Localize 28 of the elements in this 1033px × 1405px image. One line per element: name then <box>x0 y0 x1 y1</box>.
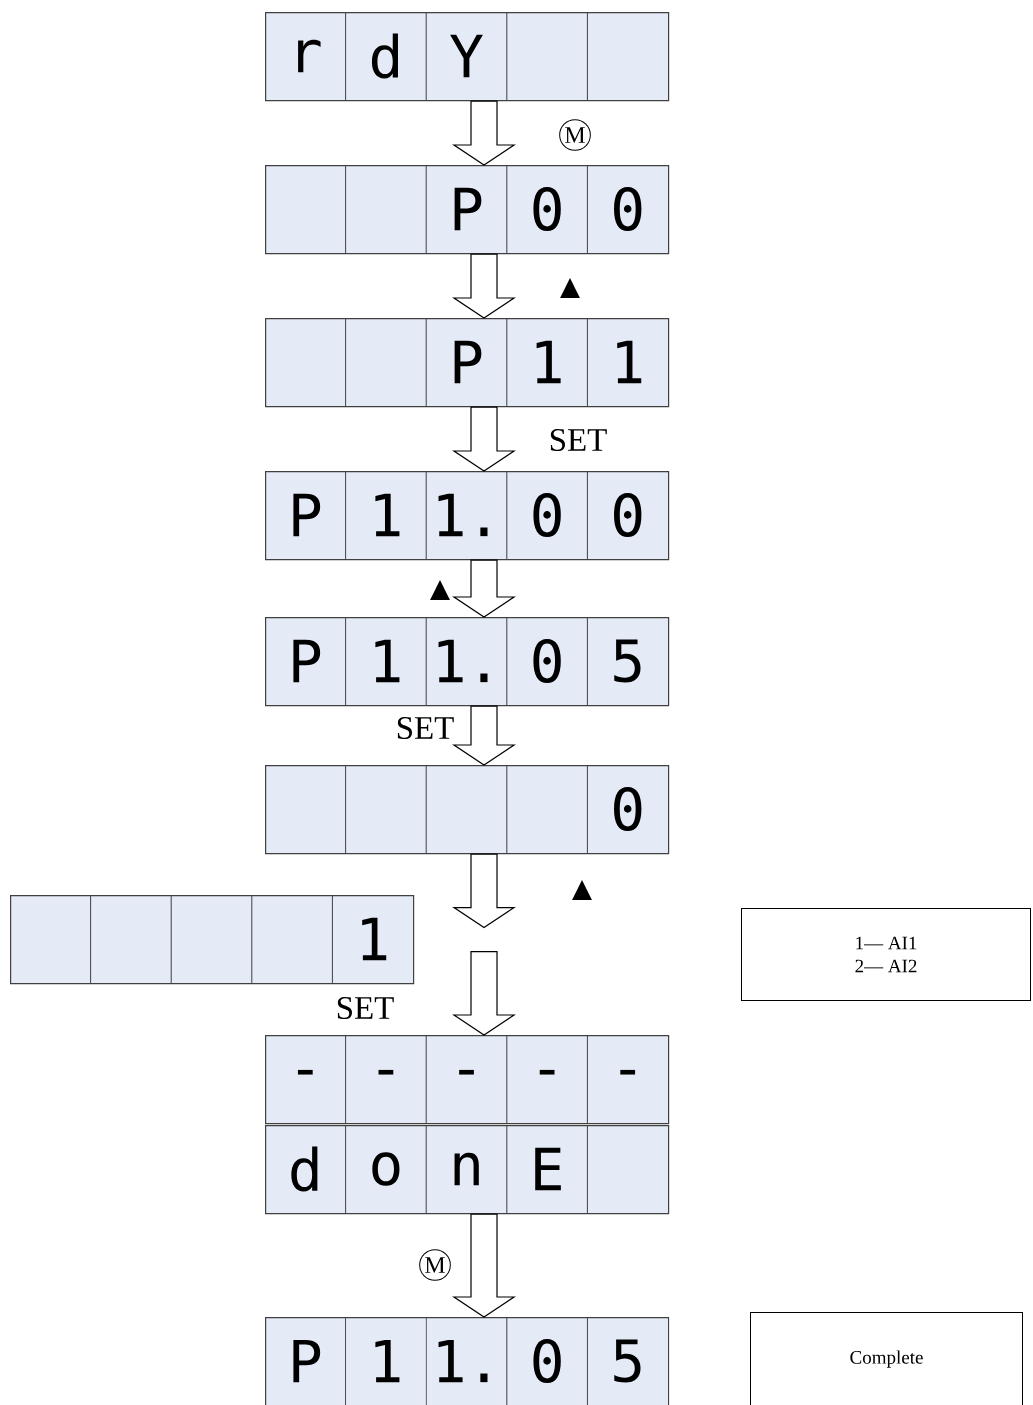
edge-label: SET <box>550 428 607 452</box>
hollow-arrow <box>452 100 516 166</box>
hollow-arrow <box>452 951 516 1036</box>
seven-segment-display: 1 <box>10 894 415 985</box>
hollow-arrow <box>452 853 516 929</box>
hollow-arrow <box>452 406 516 472</box>
hollow-arrow <box>452 253 516 319</box>
edge-label: SET <box>397 716 454 740</box>
seven-segment-display: P 1 1 <box>265 317 670 408</box>
seven-segment-display: P 1 1. 0 0 <box>265 470 670 561</box>
note-box: 1— AI1 2— AI2 <box>741 908 1031 1001</box>
seven-segment-display: 0 <box>265 764 670 855</box>
seven-segment-display: d o n E <box>265 1124 670 1215</box>
edge-label: ▲ <box>560 278 580 298</box>
hollow-arrow <box>452 559 516 618</box>
seven-segment-display: P 1 1. 0 5 <box>265 1316 670 1405</box>
edge-label: ▲ <box>572 880 592 900</box>
edge-label: SET <box>337 996 394 1020</box>
edge-label: M <box>559 119 591 151</box>
edge-label: ▲ <box>430 580 450 600</box>
seven-segment-display: - - - - - <box>265 1034 670 1125</box>
seven-segment-display: r d Y <box>265 11 670 102</box>
seven-segment-display: P 1 1. 0 5 <box>265 616 670 707</box>
note-box: Complete <box>750 1312 1023 1405</box>
hollow-arrow <box>452 1213 516 1318</box>
hollow-arrow <box>452 705 516 766</box>
edge-label: M <box>419 1249 451 1281</box>
seven-segment-display: P 0 0 <box>265 164 670 255</box>
